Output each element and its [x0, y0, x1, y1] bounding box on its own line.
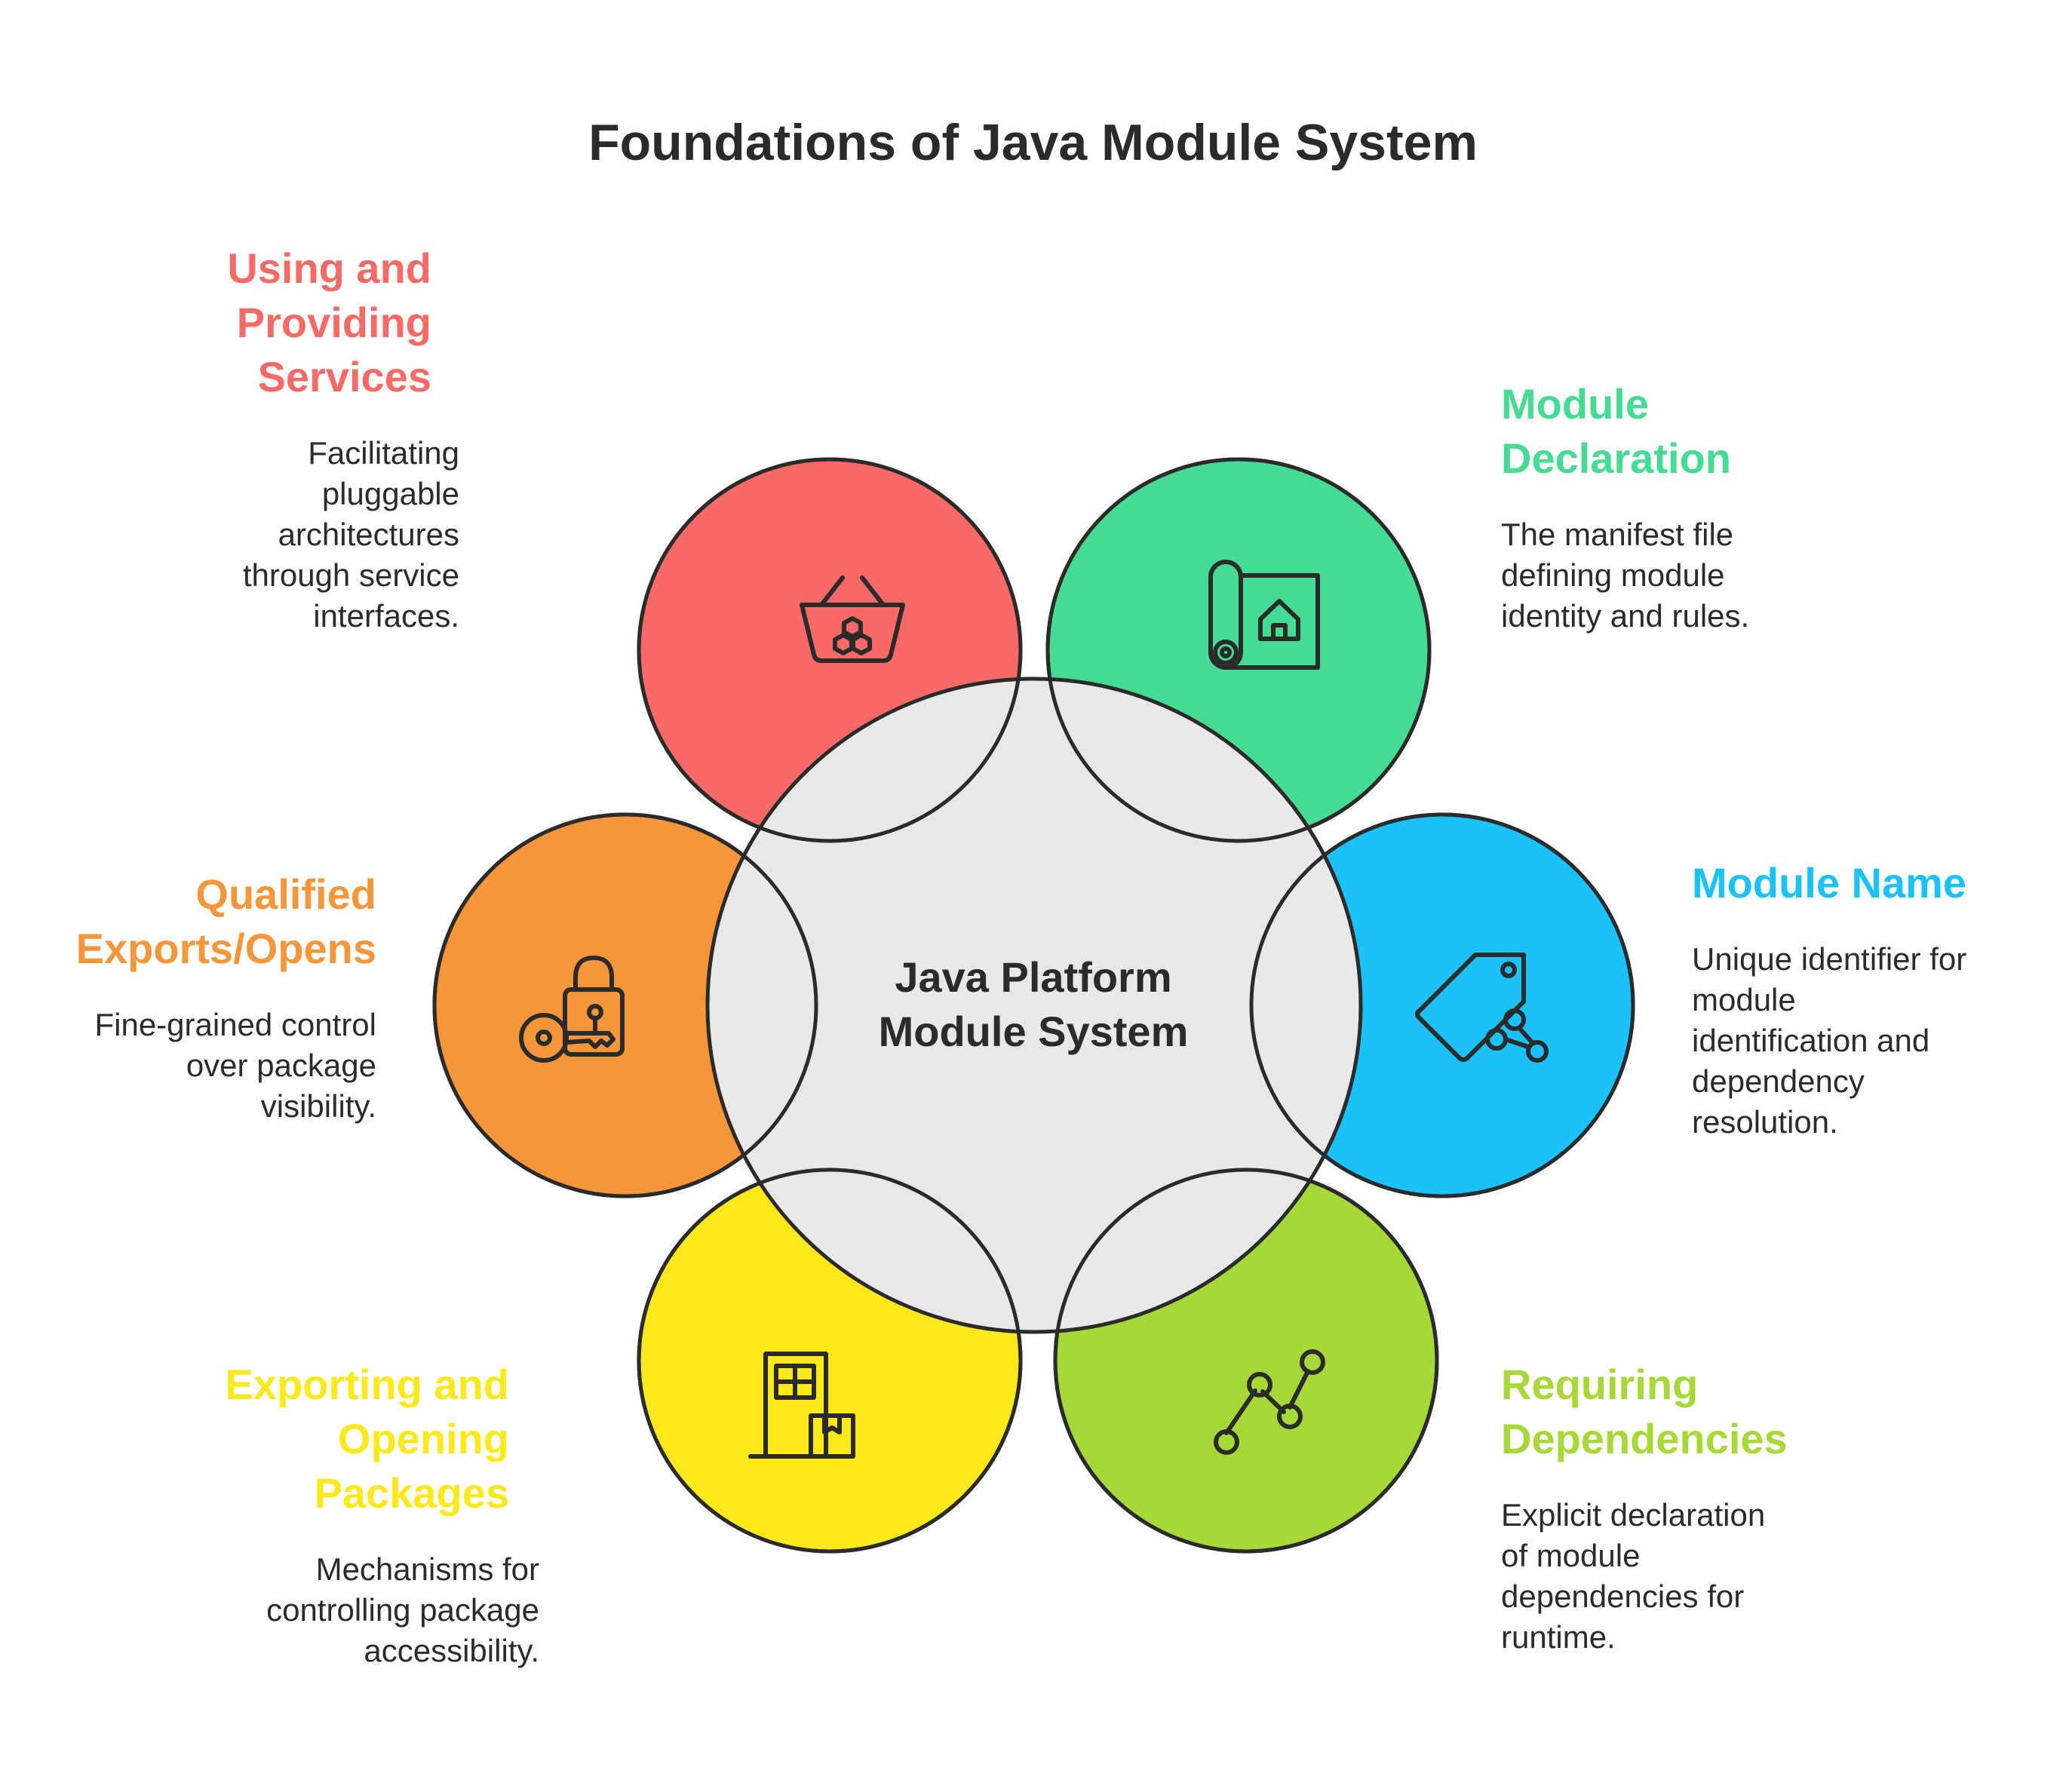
qualified-description-line: Fine-grained control	[94, 1007, 376, 1042]
dependencies-description-line: of module	[1501, 1538, 1641, 1573]
name-title-line: Module Name	[1692, 859, 1967, 907]
dependencies-title-line: Requiring	[1501, 1361, 1699, 1408]
warehouse-box-icon	[748, 1352, 855, 1459]
services-title-line: Using and	[227, 244, 431, 292]
declaration-title-line: Declaration	[1501, 434, 1731, 482]
services-description-line: through service	[242, 557, 459, 593]
tag-share-icon	[1415, 953, 1549, 1063]
packages-block: Exporting and Opening Packages Mechanism…	[87, 1358, 539, 1671]
basket-icon	[800, 575, 905, 663]
page-title: Foundations of Java Module System	[588, 114, 1478, 171]
services-description: Facilitating pluggable architectures thr…	[37, 433, 459, 637]
packages-title-line: Opening	[337, 1415, 509, 1462]
name-overlap-outline	[1249, 812, 1635, 1198]
packages-description-line: Mechanisms for	[315, 1551, 539, 1587]
qualified-title: Qualified Exports/Opens	[29, 867, 376, 976]
dependencies-overlap-outline	[1053, 1168, 1439, 1554]
name-description-line: dependency	[1692, 1063, 1865, 1099]
name-description-line: identification and	[1692, 1023, 1930, 1058]
name-description-line: module	[1692, 982, 1796, 1017]
services-description-line: Facilitating	[308, 435, 459, 471]
packages-description-line: accessibility.	[364, 1633, 539, 1668]
packages-title-line: Packages	[314, 1469, 509, 1517]
packages-description: Mechanisms for controlling package acces…	[87, 1549, 539, 1671]
services-description-line: interfaces.	[313, 598, 459, 634]
blueprint-icon	[1208, 560, 1320, 670]
name-description-line: Unique identifier for	[1692, 941, 1967, 977]
packages-description-line: controlling package	[266, 1592, 539, 1628]
services-overlap-outline	[637, 457, 1023, 843]
dependencies-description-line: runtime.	[1501, 1619, 1616, 1655]
dependencies-description-line: dependencies for	[1501, 1579, 1745, 1614]
services-title: Using and Providing Services	[37, 241, 431, 404]
dependencies-block: Requiring Dependencies Explicit declarat…	[1501, 1358, 1969, 1658]
packages-title: Exporting and Opening Packages	[87, 1358, 509, 1520]
packages-title-line: Exporting and	[225, 1361, 509, 1408]
key-lock-icon	[519, 956, 625, 1063]
name-title: Module Name	[1692, 856, 2054, 910]
declaration-description-line: identity and rules.	[1501, 598, 1750, 634]
declaration-description-line: The manifest file	[1501, 517, 1734, 552]
qualified-description-line: over package	[186, 1048, 376, 1083]
qualified-description-line: visibility.	[260, 1088, 376, 1124]
name-block: Module Name Unique identifier for module…	[1692, 856, 2054, 1143]
qualified-title-line: Qualified	[195, 870, 376, 918]
qualified-description: Fine-grained control over package visibi…	[29, 1005, 376, 1127]
dependencies-description: Explicit declaration of module dependenc…	[1501, 1495, 1969, 1658]
declaration-block: Module Declaration The manifest file def…	[1501, 377, 1954, 637]
name-description-line: resolution.	[1692, 1104, 1838, 1140]
qualified-block: Qualified Exports/Opens Fine-grained con…	[29, 867, 376, 1127]
declaration-title-line: Module	[1501, 380, 1649, 428]
declaration-title: Module Declaration	[1501, 377, 1954, 486]
qualified-title-line: Exports/Opens	[75, 925, 376, 972]
packages-overlap-outline	[637, 1168, 1023, 1554]
services-title-line: Providing	[236, 299, 431, 346]
qualified-overlap-outline	[432, 812, 818, 1198]
declaration-description-line: defining module	[1501, 557, 1725, 593]
declaration-overlap-outline	[1045, 457, 1432, 843]
line-chart-icon	[1214, 1349, 1325, 1455]
dependencies-title-line: Dependencies	[1501, 1415, 1788, 1462]
dependencies-title: Requiring Dependencies	[1501, 1358, 1969, 1466]
services-description-line: pluggable	[321, 476, 459, 511]
services-block: Using and Providing Services Facilitatin…	[37, 241, 459, 637]
center-label-line: Module System	[878, 1008, 1189, 1055]
center-label-line: Java Platform	[895, 953, 1172, 1001]
name-description: Unique identifier for module identificat…	[1692, 939, 2054, 1143]
declaration-description: The manifest file defining module identi…	[1501, 514, 1954, 637]
dependencies-description-line: Explicit declaration	[1501, 1497, 1766, 1533]
services-title-line: Services	[257, 353, 431, 400]
center-circle	[705, 677, 1363, 1334]
services-description-line: architectures	[278, 517, 459, 552]
center-label: Java Platform Module System	[807, 950, 1260, 1059]
